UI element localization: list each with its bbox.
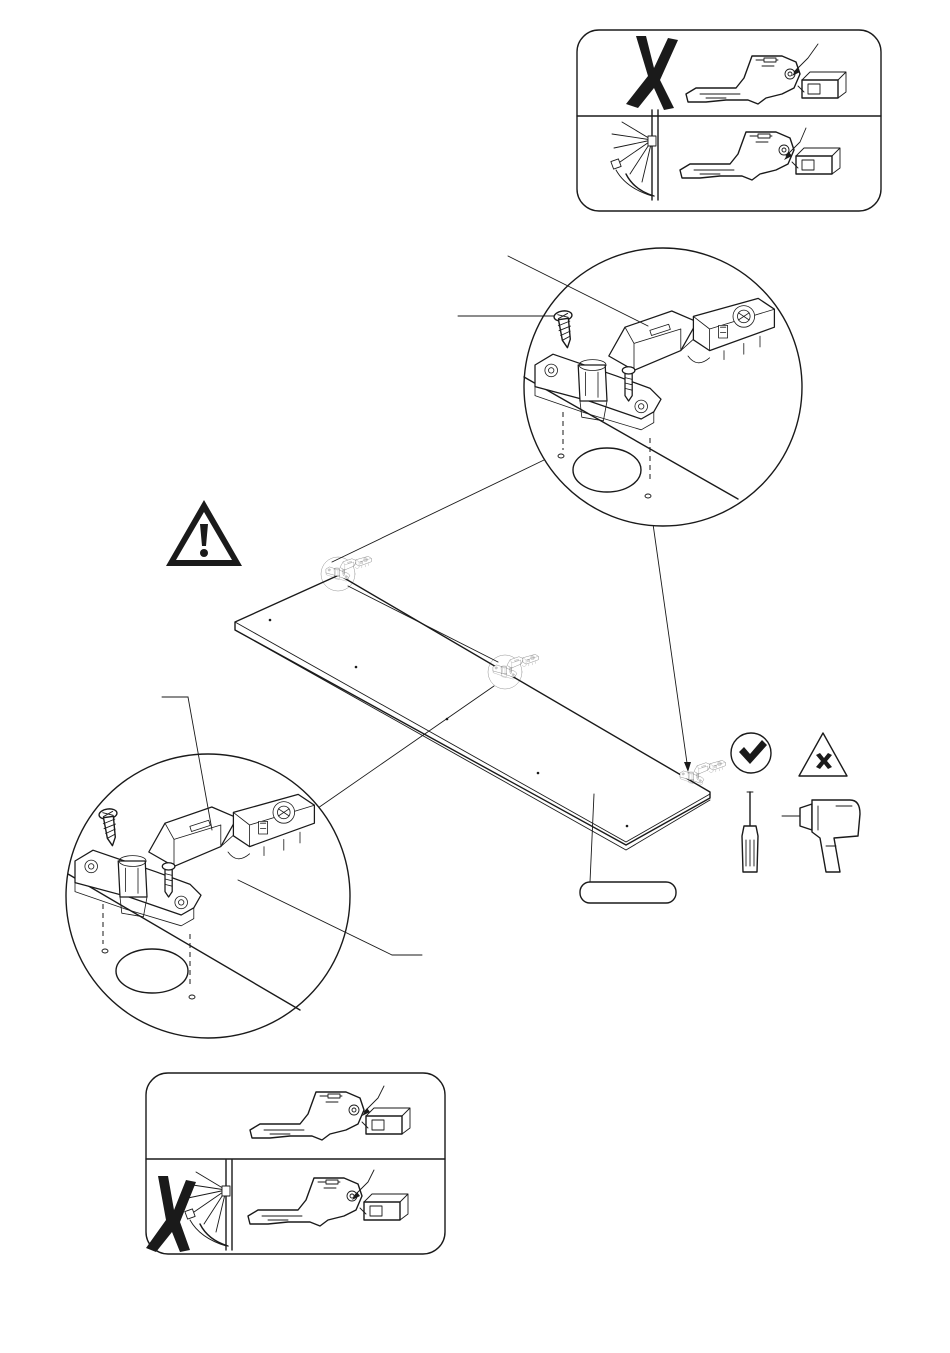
opening-angle-fan <box>611 110 658 200</box>
magnified-hinge-detail-bottom <box>66 754 350 1038</box>
power-drill-icon <box>782 800 860 872</box>
large-x-icon <box>626 36 678 110</box>
warning-triangle-icon <box>166 500 242 566</box>
check-icon <box>731 733 771 773</box>
hinge-side-view-correct <box>250 1092 410 1140</box>
cross-triangle-icon <box>799 733 847 776</box>
bottom-detail-box <box>146 1073 445 1254</box>
magnified-hinge-detail-top <box>524 248 802 526</box>
hinge-side-view-wrong <box>686 56 846 104</box>
screwdriver-icon <box>742 792 758 872</box>
panel-label-box <box>580 882 676 903</box>
opening-angle-fan <box>185 1160 232 1250</box>
hinge-side-view-correct <box>680 132 840 180</box>
top-detail-box <box>577 30 881 211</box>
hinge-side-view-wrong <box>248 1178 408 1226</box>
pointer-line <box>794 44 818 72</box>
